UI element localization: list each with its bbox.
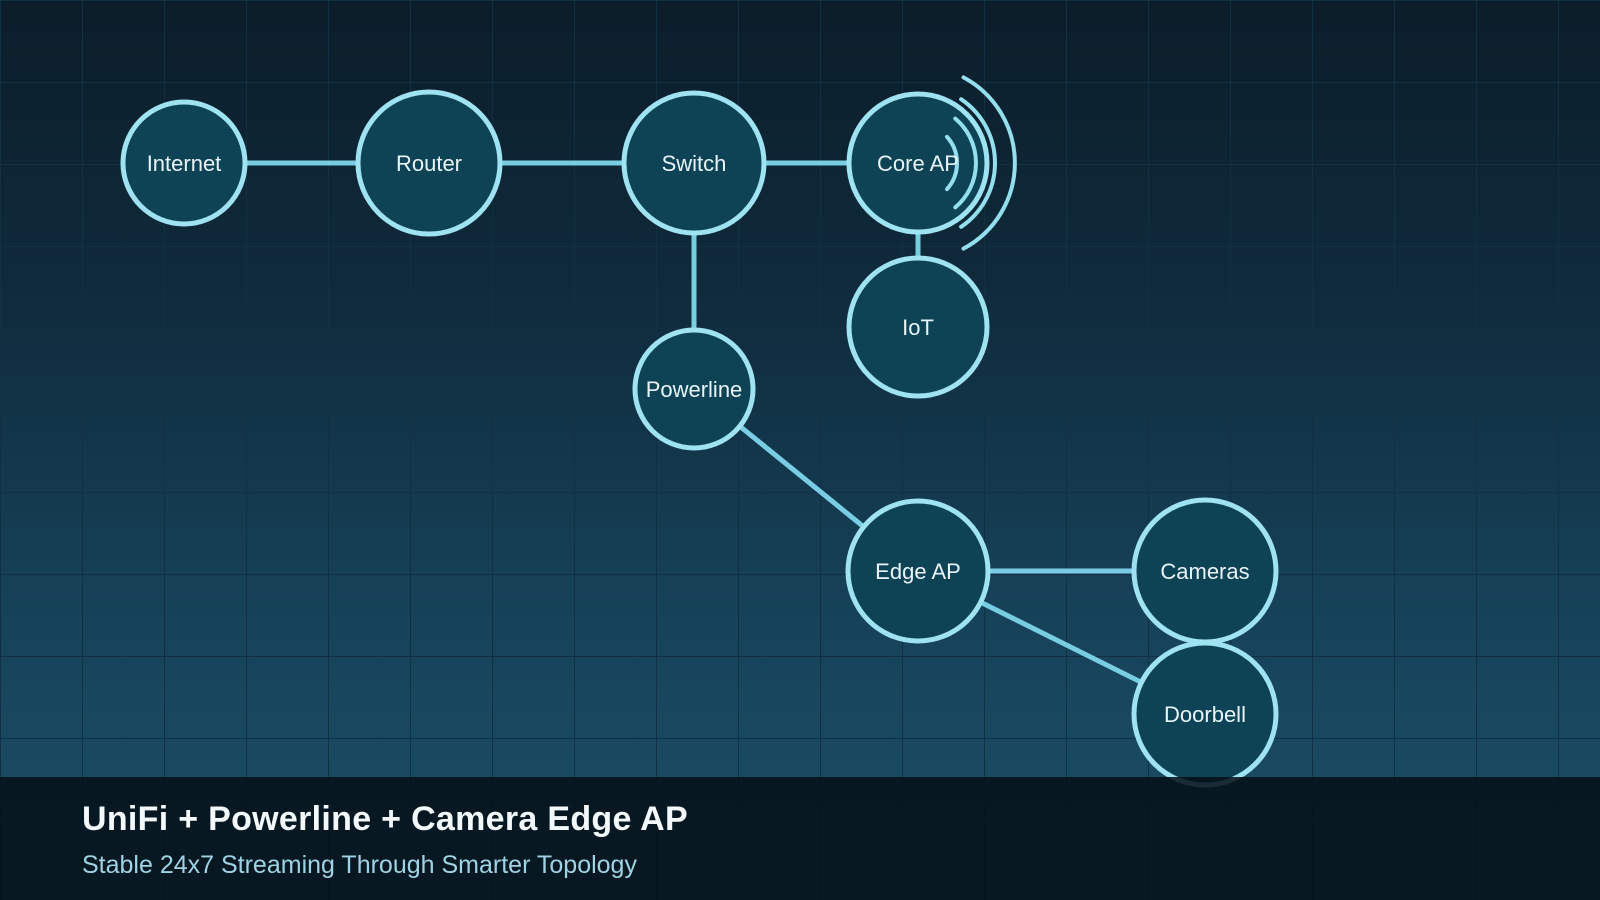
labels-layer: Internet Router Switch Core AP IoT PowerlineE…: [147, 151, 1250, 727]
node-edge-ap[interactable]: [845, 498, 991, 644]
node-circle-iot[interactable]: [846, 255, 990, 399]
node-core-ap[interactable]: [846, 91, 990, 235]
wifi-signal-icon: [945, 75, 1017, 251]
node-internet[interactable]: [120, 99, 248, 227]
node-iot[interactable]: [846, 255, 990, 399]
node-label-doorbell: Doorbell: [1164, 702, 1246, 727]
node-circle-edge-ap[interactable]: [845, 498, 991, 644]
node-circle-internet[interactable]: [120, 99, 248, 227]
node-switch[interactable]: [621, 90, 767, 236]
node-router[interactable]: [355, 89, 503, 237]
footer-banner: UniFi + Powerline + Camera Edge AP Stabl…: [0, 777, 1600, 900]
node-powerline[interactable]: [632, 327, 756, 451]
node-circle-core-ap[interactable]: [846, 91, 990, 235]
node-label-switch: Switch: [662, 151, 727, 176]
nodes-layer: [120, 89, 1279, 788]
wifi-arc: [953, 116, 978, 210]
node-label-iot: IoT: [902, 315, 934, 340]
wifi-arc: [945, 134, 959, 192]
wifi-arc: [959, 97, 997, 229]
node-circle-powerline[interactable]: [632, 327, 756, 451]
node-label-internet: Internet: [147, 151, 222, 176]
node-label-router: Router: [396, 151, 462, 176]
node-circle-router[interactable]: [355, 89, 503, 237]
page-subtitle: Stable 24x7 Streaming Through Smarter To…: [82, 851, 637, 879]
node-label-cameras: Cameras: [1160, 559, 1249, 584]
node-label-core-ap: Core AP: [877, 151, 959, 176]
node-circle-switch[interactable]: [621, 90, 767, 236]
page-title: UniFi + Powerline + Camera Edge AP: [82, 800, 689, 838]
node-label-powerline: Powerline: [646, 377, 743, 402]
wifi-arc: [961, 75, 1017, 251]
node-label-edge-ap: Edge AP: [875, 559, 961, 584]
